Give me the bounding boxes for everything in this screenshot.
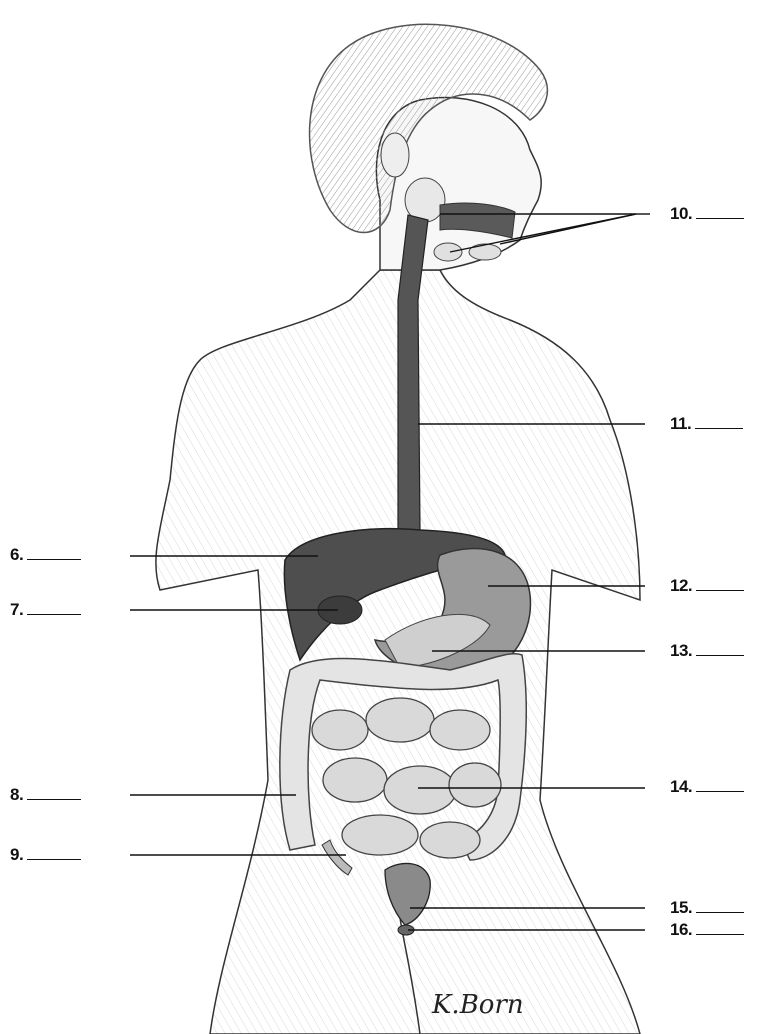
answer-blank[interactable] (695, 414, 743, 429)
label-14: 14. (670, 777, 744, 797)
answer-blank[interactable] (27, 845, 81, 860)
label-16: 16. (670, 920, 744, 940)
label-number: 12. (670, 576, 692, 596)
label-number: 11. (670, 414, 691, 434)
label-number: 8. (10, 785, 23, 805)
label-15: 15. (670, 898, 744, 918)
label-6: 6. (10, 545, 81, 565)
answer-blank[interactable] (696, 576, 744, 591)
label-number: 13. (670, 641, 692, 661)
label-8: 8. (10, 785, 81, 805)
artist-signature: K.Born (432, 990, 524, 1020)
answer-blank[interactable] (27, 600, 81, 615)
label-9: 9. (10, 845, 81, 865)
answer-blank[interactable] (696, 204, 744, 219)
label-number: 9. (10, 845, 23, 865)
label-11: 11. (670, 414, 743, 434)
answer-blank[interactable] (696, 777, 744, 792)
label-number: 7. (10, 600, 23, 620)
label-13: 13. (670, 641, 744, 661)
answer-blank[interactable] (27, 785, 81, 800)
label-number: 14. (670, 777, 692, 797)
answer-blank[interactable] (696, 920, 744, 935)
label-number: 16. (670, 920, 692, 940)
answer-blank[interactable] (27, 545, 81, 560)
label-12: 12. (670, 576, 744, 596)
ear (381, 133, 409, 177)
label-number: 10. (670, 204, 692, 224)
label-number: 15. (670, 898, 692, 918)
label-7: 7. (10, 600, 81, 620)
label-10: 10. (670, 204, 744, 224)
answer-blank[interactable] (696, 641, 744, 656)
answer-blank[interactable] (696, 898, 744, 913)
label-number: 6. (10, 545, 23, 565)
